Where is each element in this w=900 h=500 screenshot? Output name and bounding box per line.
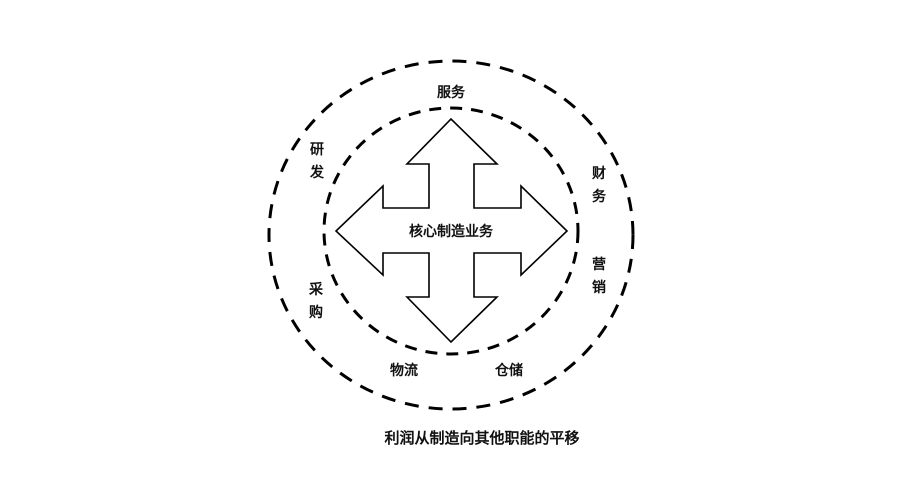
label-finance-char-2: 务 xyxy=(592,188,607,205)
label-logistics: 物流 xyxy=(390,362,418,379)
label-rnd-char-2: 发 xyxy=(309,164,325,181)
four-way-arrow-icon xyxy=(334,117,569,344)
outer-dashed-circle xyxy=(267,59,635,411)
inner-dashed-circle xyxy=(322,106,580,356)
label-finance-char-1: 财 xyxy=(591,165,606,182)
label-warehousing: 仓储 xyxy=(494,362,523,379)
label-service: 服务 xyxy=(437,84,466,101)
label-marketing-char-2: 销 xyxy=(592,279,606,296)
label-procurement-char-2: 购 xyxy=(309,304,323,321)
label-rnd-char-1: 研 xyxy=(310,142,324,158)
label-procurement-char-1: 采 xyxy=(308,281,324,298)
label-marketing-char-1: 营 xyxy=(592,256,606,273)
center-label: 核心制造业务 xyxy=(409,223,494,240)
diagram-caption: 利润从制造向其他职能的平移 xyxy=(384,429,579,447)
